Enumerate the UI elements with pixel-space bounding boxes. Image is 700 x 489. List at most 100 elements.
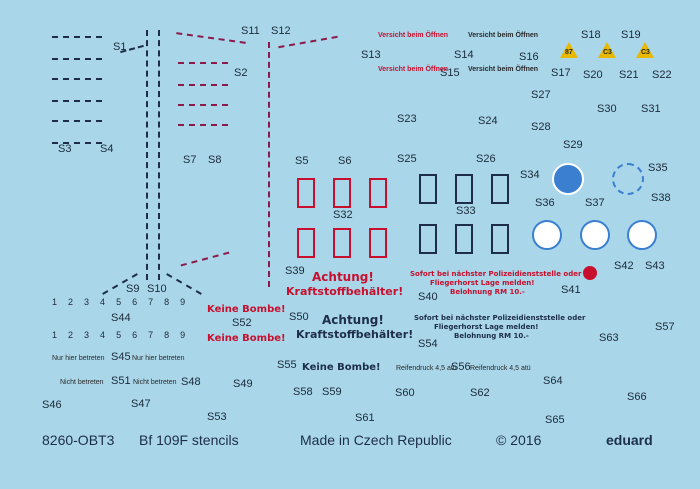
navy-frame [419,224,437,254]
fliegerhorst-text-2: Fliegerhorst Lage melden! [434,323,539,331]
navy-frame [455,174,473,204]
sofort-text-2: Sofort bei nächster Polizeidienststelle … [414,314,586,322]
dash-line [52,120,102,122]
label-s27: S27 [531,89,551,101]
number-row-1: 1 2 3 4 5 6 7 8 9 [52,297,186,307]
label-s17: S17 [551,67,571,79]
red-frame [333,228,351,258]
label-s11: S11 [241,25,260,37]
belohnung-text-2: Belohnung RM 10.- [454,332,529,340]
label-s51: S51 [111,375,131,387]
red-frame [369,228,387,258]
label-s26: S26 [476,153,496,165]
ring-marker [627,220,657,250]
label-s21: S21 [619,69,639,81]
dash-line [52,58,102,60]
label-s54: S54 [418,338,438,350]
reifendruck-text-2: Reifendruck 4,5 atü [470,365,531,372]
label-s55: S55 [277,359,297,371]
ring-marker [532,220,562,250]
keine-bombe-1: Keine Bombe! [207,304,286,315]
label-s1: S1 [113,41,127,53]
label-s31: S31 [641,103,661,115]
label-s41: S41 [561,284,581,296]
label-s6: S6 [338,155,352,167]
label-s57: S57 [655,321,675,333]
ring-marker [580,220,610,250]
label-s4: S4 [100,143,114,155]
label-s3: S3 [58,143,72,155]
label-s18: S18 [581,29,601,41]
achtung-stencil-2: Achtung! [322,313,384,327]
label-s22: S22 [652,69,672,81]
label-s2: S2 [234,67,248,79]
label-s30: S30 [597,103,617,115]
triangle-marker [636,42,654,58]
label-s65: S65 [545,414,565,426]
label-s46: S46 [42,399,62,411]
nicht-betreten-text-2: Nicht betreten [133,379,177,386]
red-frame [333,178,351,208]
triangle-label-2: C3 [603,49,612,56]
nur-hier-text-2: Nur hier betreten [132,355,185,362]
red-dash [176,32,246,44]
label-s47: S47 [131,398,151,410]
vorsicht-text-3: Versicht beim Öffnen [378,66,449,73]
label-s35: S35 [648,162,668,174]
dash-line [52,100,102,102]
red-frame [369,178,387,208]
keine-bombe-3: Keine Bombe! [302,362,381,373]
navy-frame [491,174,509,204]
dash-line [52,142,102,144]
vertical-dash [158,30,160,280]
made-in-text: Made in Czech Republic [300,432,452,448]
label-s63: S63 [599,332,619,344]
label-s58: S58 [293,386,313,398]
label-s36: S36 [535,197,555,209]
dash-line [52,78,102,80]
navy-frame [419,174,437,204]
navy-frame [491,224,509,254]
blue-ring [612,163,644,195]
label-s32: S32 [333,209,353,221]
sofort-text-1: Sofort bei nächster Polizeidienststelle … [410,270,582,278]
copyright-text: © 2016 [496,432,542,448]
vertical-dash [146,30,148,280]
label-s7: S7 [183,154,197,166]
label-s19: S19 [621,29,641,41]
belohnung-text-1: Belohnung RM 10.- [450,288,525,296]
label-s43: S43 [645,260,665,272]
red-dot [583,266,597,280]
red-dash [180,251,230,267]
triangle-marker [598,42,616,58]
nicht-betreten-text-1: Nicht betreten [60,379,104,386]
label-s25: S25 [397,153,417,165]
label-s12: S12 [271,25,291,37]
label-s5: S5 [295,155,309,167]
navy-frame [455,224,473,254]
label-s16: S16 [519,51,539,63]
kraftstoff-stencil-2: Kraftstoffbehälter! [296,328,414,341]
label-s60: S60 [395,387,415,399]
label-s52: S52 [232,317,252,329]
label-s28: S28 [531,121,551,133]
label-s24: S24 [478,115,498,127]
triangle-marker [560,42,578,58]
kraftstoff-stencil-1: Kraftstoffbehälter! [286,285,404,298]
brand-logo: eduard [606,432,653,448]
label-s39: S39 [285,265,305,277]
red-dash [178,62,228,64]
triangle-label-1: 87 [565,49,573,56]
label-s64: S64 [543,375,563,387]
triangle-label-3: C3 [641,49,650,56]
label-s13: S13 [361,49,381,61]
label-s44: S44 [111,312,131,324]
keine-bombe-2: Keine Bombe! [207,333,286,344]
number-row-2: 1 2 3 4 5 6 7 8 9 [52,330,186,340]
label-s61: S61 [355,412,375,424]
label-s20: S20 [583,69,603,81]
dash-line [166,273,202,295]
reifendruck-text-1: Reifendruck 4,5 atü [396,365,457,372]
label-s29: S29 [563,139,583,151]
